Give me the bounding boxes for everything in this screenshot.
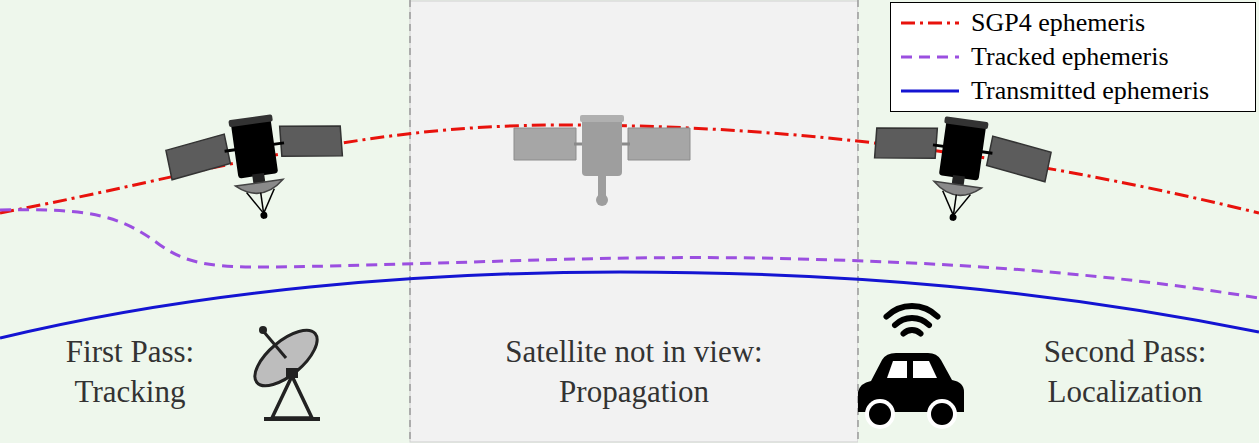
stage-label: First Pass: Tracking [30,332,230,412]
localization-ground [858,0,1259,443]
faded-satellite-icon-part [580,115,624,122]
ground-station-dish-part [286,368,298,378]
ground-station-dish-part [259,326,267,334]
stage-label: Satellite not in view: Propagation [474,332,794,412]
faded-satellite-icon [514,115,690,206]
faded-satellite-icon-part [514,128,576,160]
propagation-ground [410,1,858,442]
legend-entry: Transmitted ephemeris [899,74,1247,108]
legend-line-sample [901,90,959,93]
vehicle-icon-part [869,403,891,425]
satellite-icon [163,105,352,231]
vehicle-icon [858,353,964,429]
ground-station-dish-part [264,417,320,421]
faded-satellite-icon-part [628,128,690,160]
wireless-signal-icon-part [895,318,929,325]
band-divider [857,0,859,443]
wireless-signal-icon-part [887,306,938,317]
stage-label: Second Pass: Localization [1020,332,1230,412]
ground-station-dish-part [264,332,286,358]
legend-label: Tracked ephemeris [971,42,1169,72]
legend-line-sample [901,22,959,25]
faded-satellite-icon-part [598,176,606,196]
legend-line-sample [901,56,959,59]
faded-satellite-icon-part [582,118,622,176]
ground-station-dish-part [246,321,326,396]
ground-station-dish [246,321,326,419]
stage-band: First Pass: Tracking [0,0,410,443]
legend-sample [899,81,961,101]
legend-sample [899,13,961,33]
vehicle-icon-part [931,403,953,425]
band-divider [409,0,411,443]
legend-box: SGP4 ephemerisTracked ephemerisTransmitt… [890,2,1256,112]
satellite-icon [865,107,1054,233]
wireless-signal-icon-part [904,330,921,334]
legend-entry: Tracked ephemeris [899,40,1247,74]
legend-label: Transmitted ephemeris [971,76,1209,106]
legend-sample [899,47,961,67]
vehicle-icon-part [927,399,957,429]
wireless-signal-icon [887,306,938,334]
transmitted-curve [0,272,1259,338]
vehicle-icon-part [887,361,907,378]
tracked-curve [0,210,1259,298]
stage-band: Satellite not in view: Propagation [410,0,858,443]
legend-entry: SGP4 ephemeris [899,6,1247,40]
vehicle-icon-part [913,361,937,378]
tracking-ground [0,0,410,443]
legend-label: SGP4 ephemeris [971,8,1145,38]
faded-satellite-icon-part [596,194,608,206]
vehicle-icon-part [865,399,895,429]
